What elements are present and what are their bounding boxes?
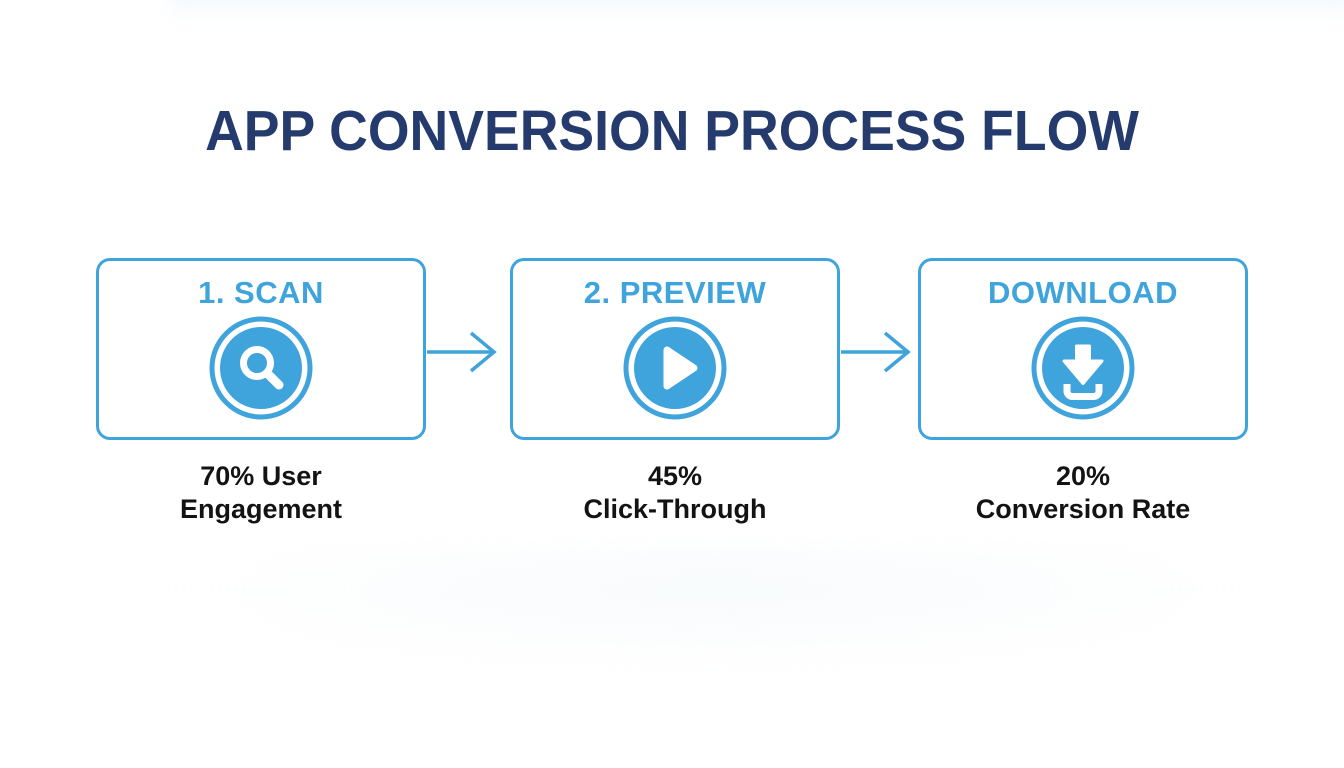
metric-line-1: 70% User — [200, 461, 322, 491]
page-title: APP CONVERSION PROCESS FLOW — [205, 99, 1139, 163]
step-box-download: DOWNLOAD — [918, 258, 1248, 440]
ghost-artifact-bottom — [150, 545, 1280, 675]
metric-line-2: Engagement — [179, 494, 343, 524]
search-icon — [208, 315, 314, 421]
arrow-right-icon — [841, 331, 911, 373]
step-box-preview: 2. PREVIEW — [510, 258, 840, 440]
metric-line-1: 45% — [647, 461, 703, 491]
play-icon — [622, 315, 728, 421]
arrow-right-icon — [427, 331, 497, 373]
step-label-preview: 2. PREVIEW — [583, 275, 767, 310]
metric-line-1: 20% — [1055, 461, 1111, 491]
step-label-scan: 1. SCAN — [198, 275, 324, 310]
step-metric-preview: 45% Click-Through — [510, 460, 840, 526]
step-box-scan: 1. SCAN — [96, 258, 426, 440]
metric-line-2: Click-Through — [583, 494, 767, 524]
metric-line-2: Conversion Rate — [975, 494, 1191, 524]
step-metric-scan: 70% User Engagement — [96, 460, 426, 526]
step-label-download: DOWNLOAD — [988, 275, 1178, 310]
step-metric-download: 20% Conversion Rate — [918, 460, 1248, 526]
ghost-artifact-top — [170, 0, 1344, 32]
download-icon — [1030, 315, 1136, 421]
